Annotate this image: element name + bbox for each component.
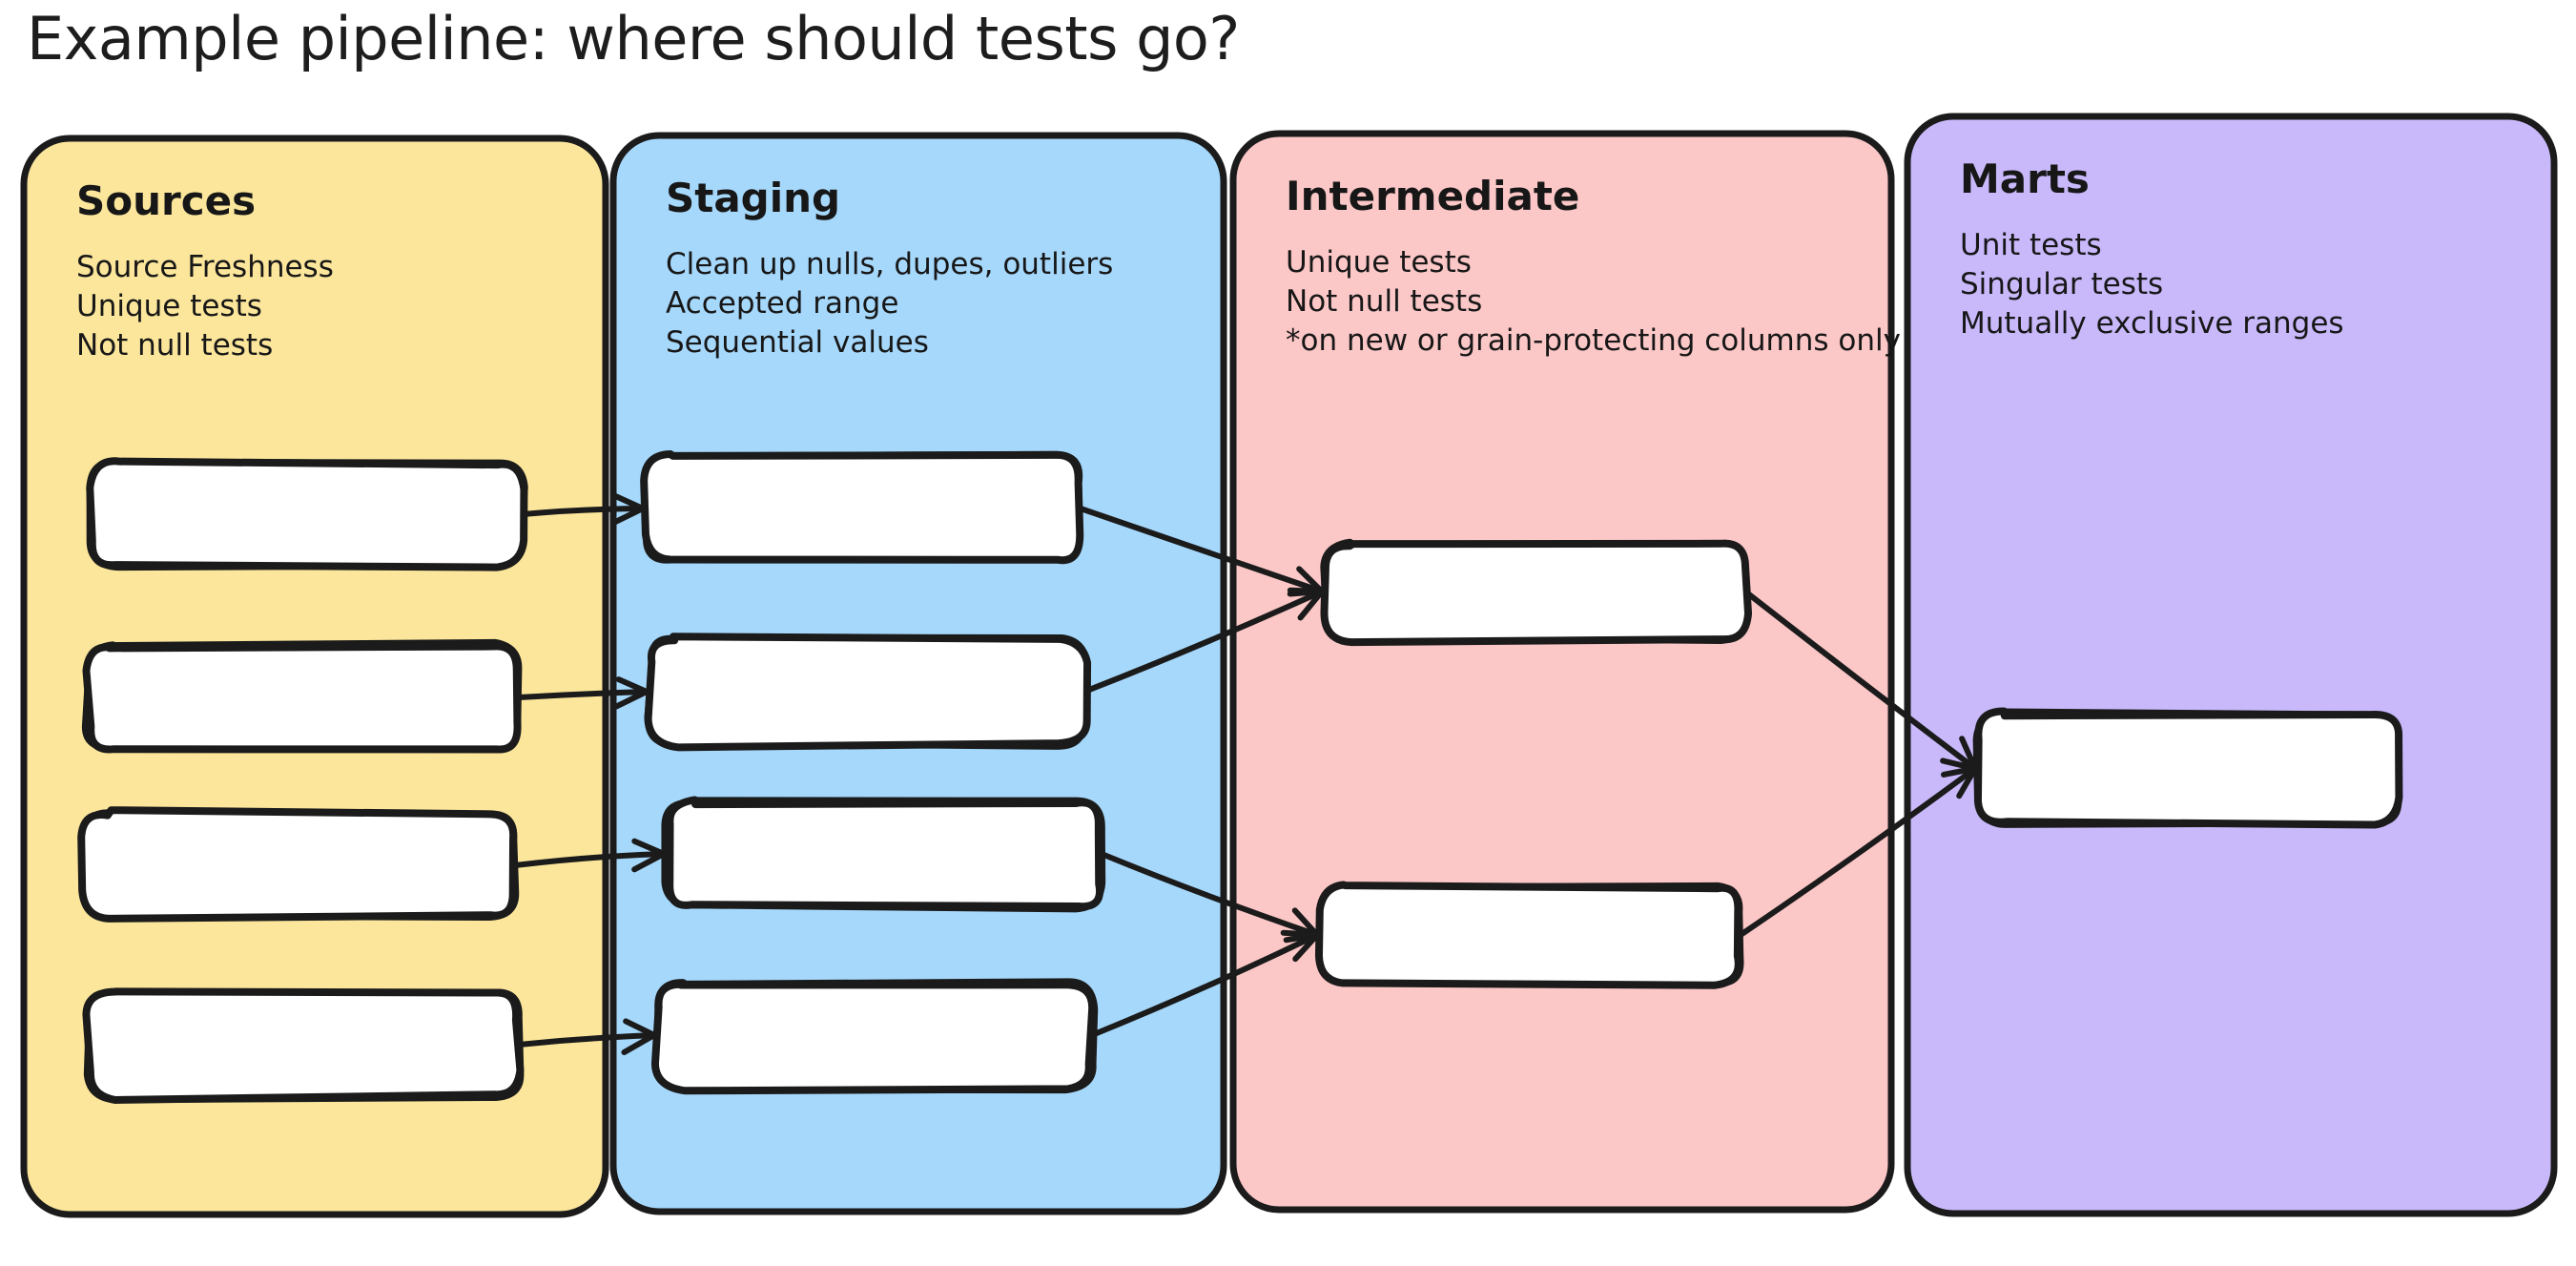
edge-shaft: [1078, 506, 1325, 594]
edge-shaft: [1738, 765, 1978, 938]
node-outline-sketch: [86, 457, 528, 571]
lane-note-intermediate-3: *on new or grain-protecting columns only: [1286, 323, 1901, 358]
lane-note-marts-2: Singular tests: [1960, 267, 2163, 301]
page-title: Example pipeline: where should tests go?: [27, 4, 1240, 73]
lane-title-intermediate: Intermediate: [1286, 173, 1579, 219]
node-outline-sketch: [1320, 539, 1753, 647]
pipeline-node[interactable]: [77, 806, 520, 923]
edge-shaft: [516, 1032, 657, 1048]
pipeline-node[interactable]: [644, 633, 1092, 752]
node-outline-sketch: [77, 806, 518, 923]
lane-note-marts-1: Unit tests: [1960, 228, 2102, 262]
node-outline-sketch: [640, 449, 1084, 565]
lane-note-staging-1: Clean up nulls, dupes, outliers: [666, 247, 1113, 281]
lane-title-marts: Marts: [1960, 156, 2090, 202]
edge-shaft: [1089, 932, 1320, 1038]
pipeline-node[interactable]: [661, 796, 1106, 913]
node-outline-sketch: [1973, 707, 2403, 829]
lane-background-marts: [1904, 113, 2558, 1217]
node-outline-sketch: [82, 987, 525, 1104]
edge-shaft: [512, 851, 667, 868]
lane-note-marts-3: Mutually exclusive ranges: [1960, 306, 2344, 341]
node-outline-sketch: [644, 633, 1092, 752]
lane-title-staging: Staging: [666, 175, 840, 221]
pipeline-node[interactable]: [640, 449, 1084, 565]
pipeline-node[interactable]: [650, 978, 1099, 1095]
pipeline-node[interactable]: [82, 987, 525, 1104]
node-outline-sketch: [650, 980, 1097, 1095]
node-outline-sketch: [1314, 881, 1742, 989]
edge-shaft: [516, 689, 649, 700]
lanes-layer: Sources Source Freshness Unique tests No…: [20, 113, 2558, 1218]
pipeline-node[interactable]: [86, 457, 528, 571]
lane-note-sources-3: Not null tests: [76, 328, 273, 363]
node-outline-sketch: [666, 796, 1104, 911]
lane-note-intermediate-2: Not null tests: [1286, 284, 1482, 319]
pipeline-node[interactable]: [81, 638, 523, 754]
edge-shaft: [1742, 589, 1978, 772]
pipeline-node[interactable]: [1314, 881, 1744, 989]
pipeline-node[interactable]: [1320, 538, 1753, 647]
edge-shaft: [1082, 589, 1325, 695]
edge-shaft: [1099, 851, 1320, 938]
nodes-layer: [77, 449, 2403, 1104]
pipeline-node[interactable]: [1972, 707, 2403, 829]
lane-intermediate[interactable]: Intermediate Unique tests Not null tests…: [1229, 130, 1901, 1214]
lane-marts[interactable]: Marts Unit tests Singular tests Mutually…: [1904, 113, 2558, 1217]
node-outline-sketch: [82, 642, 522, 754]
lane-note-sources-2: Unique tests: [76, 289, 262, 323]
edges-layer: [512, 491, 1981, 1056]
lane-title-sources: Sources: [76, 177, 256, 224]
lane-note-staging-3: Sequential values: [666, 325, 929, 360]
lane-note-staging-2: Accepted range: [666, 286, 898, 321]
edge-shaft: [520, 506, 646, 517]
lane-note-intermediate-1: Unique tests: [1286, 245, 1472, 280]
lane-note-sources-1: Source Freshness: [76, 250, 334, 284]
